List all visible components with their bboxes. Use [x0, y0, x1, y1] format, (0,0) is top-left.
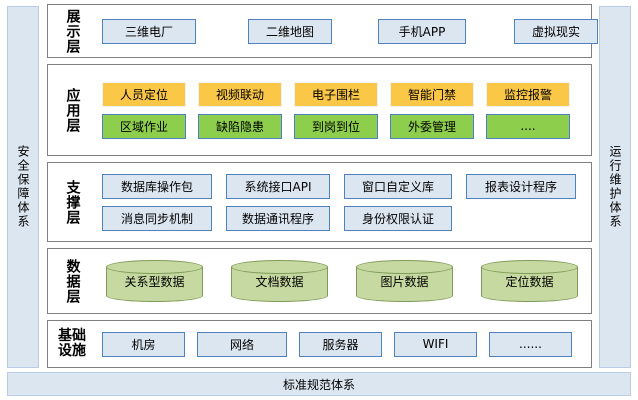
node-smart-access-control[interactable]: 智能门禁 [390, 81, 474, 107]
layer-support-row-2: 消息同步机制 数据通讯程序 身份权限认证 [96, 205, 587, 231]
node-server[interactable]: 服务器 [299, 331, 382, 357]
layer-infrastructure-label: 基础设施 [58, 327, 86, 359]
node-defect-hazard[interactable]: 缺陷隐患 [198, 113, 282, 139]
left-rail-security-system: 安全保障体系 [7, 6, 39, 368]
layer-data-row: 关系型数据 文档数据 图片数据 定位数据 [96, 260, 587, 302]
layer-application-label: 应用层 [64, 87, 81, 133]
node-document-data[interactable]: 文档数据 [231, 260, 328, 302]
cylinder-body-icon [481, 267, 578, 302]
layer-application-row-2: 区域作业 缺陷隐患 到岗到位 外委管理 .... [96, 113, 587, 139]
layer-infrastructure-body: 机房 网络 服务器 WIFI ...... [96, 331, 591, 357]
layer-data: 数据层 关系型数据 文档数据 图片数据 [47, 248, 592, 314]
layer-support-body: 数据库操作包 系统接口API 窗口自定义库 报表设计程序 消息同步机制 数据通讯… [96, 173, 591, 231]
node-system-interface-api[interactable]: 系统接口API [226, 173, 330, 199]
layer-presentation: 展示层 三维电厂 二维地图 手机APP 虚拟现实 [47, 4, 598, 58]
right-rail-label: 运行维护体系 [608, 145, 622, 229]
layer-infrastructure: 基础设施 机房 网络 服务器 WIFI ...... [47, 320, 592, 368]
node-data-communication-program[interactable]: 数据通讯程序 [226, 205, 330, 231]
bottom-bar-label: 标准规范体系 [282, 377, 355, 392]
cylinder-top-icon [106, 260, 203, 274]
layer-support-label: 支撑层 [64, 179, 81, 225]
node-window-custom-library[interactable]: 窗口自定义库 [344, 173, 452, 199]
layer-support-row-1: 数据库操作包 系统接口API 窗口自定义库 报表设计程序 [96, 173, 587, 199]
layer-support: 支撑层 数据库操作包 系统接口API 窗口自定义库 报表设计程序 消息同步机制 … [47, 162, 592, 242]
node-database-operation-package[interactable]: 数据库操作包 [102, 173, 212, 199]
layer-application-row-1: 人员定位 视频联动 电子围栏 智能门禁 监控报警 [96, 81, 587, 107]
cylinder-top-icon [231, 260, 328, 274]
node-infrastructure-more[interactable]: ...... [489, 331, 572, 357]
node-relational-data[interactable]: 关系型数据 [106, 260, 203, 302]
layer-application-body: 人员定位 视频联动 电子围栏 智能门禁 监控报警 区域作业 缺陷隐患 到岗到位 … [96, 81, 591, 139]
node-report-design-program[interactable]: 报表设计程序 [466, 173, 576, 199]
layer-data-label: 数据层 [64, 258, 81, 304]
cylinder-top-icon [356, 260, 453, 274]
node-outsourcing-management[interactable]: 外委管理 [390, 113, 474, 139]
node-personnel-positioning[interactable]: 人员定位 [102, 81, 186, 107]
node-electronic-fence[interactable]: 电子围栏 [294, 81, 378, 107]
node-mobile-app[interactable]: 手机APP [378, 18, 466, 44]
node-wifi[interactable]: WIFI [394, 331, 477, 357]
node-monitoring-alarm[interactable]: 监控报警 [486, 81, 570, 107]
node-message-sync-mechanism[interactable]: 消息同步机制 [102, 205, 212, 231]
node-2d-map[interactable]: 二维地图 [248, 18, 332, 44]
node-3d-power-plant[interactable]: 三维电厂 [102, 18, 196, 44]
node-virtual-reality[interactable]: 虚拟现实 [514, 18, 598, 44]
node-on-post-on-duty[interactable]: 到岗到位 [294, 113, 378, 139]
layer-presentation-label: 展示层 [64, 8, 81, 54]
cylinder-top-icon [481, 260, 578, 274]
layer-data-body: 关系型数据 文档数据 图片数据 定位数据 [96, 260, 591, 302]
node-identity-authorization[interactable]: 身份权限认证 [344, 205, 452, 231]
layer-presentation-row: 三维电厂 二维地图 手机APP 虚拟现实 [96, 18, 598, 44]
node-network[interactable]: 网络 [197, 331, 287, 357]
layer-presentation-body: 三维电厂 二维地图 手机APP 虚拟现实 [96, 18, 602, 44]
bottom-bar-standard-system: 标准规范体系 [7, 372, 631, 396]
layer-infrastructure-row: 机房 网络 服务器 WIFI ...... [96, 331, 587, 357]
layer-application: 应用层 人员定位 视频联动 电子围栏 智能门禁 监控报警 区域作业 缺陷隐患 到… [47, 64, 592, 156]
node-server-room[interactable]: 机房 [102, 331, 185, 357]
node-positioning-data[interactable]: 定位数据 [481, 260, 578, 302]
node-image-data[interactable]: 图片数据 [356, 260, 453, 302]
left-rail-label: 安全保障体系 [16, 145, 30, 229]
node-application-more[interactable]: .... [486, 113, 570, 139]
node-area-operation[interactable]: 区域作业 [102, 113, 186, 139]
right-rail-ops-maintenance-system: 运行维护体系 [599, 6, 631, 368]
node-video-linkage[interactable]: 视频联动 [198, 81, 282, 107]
